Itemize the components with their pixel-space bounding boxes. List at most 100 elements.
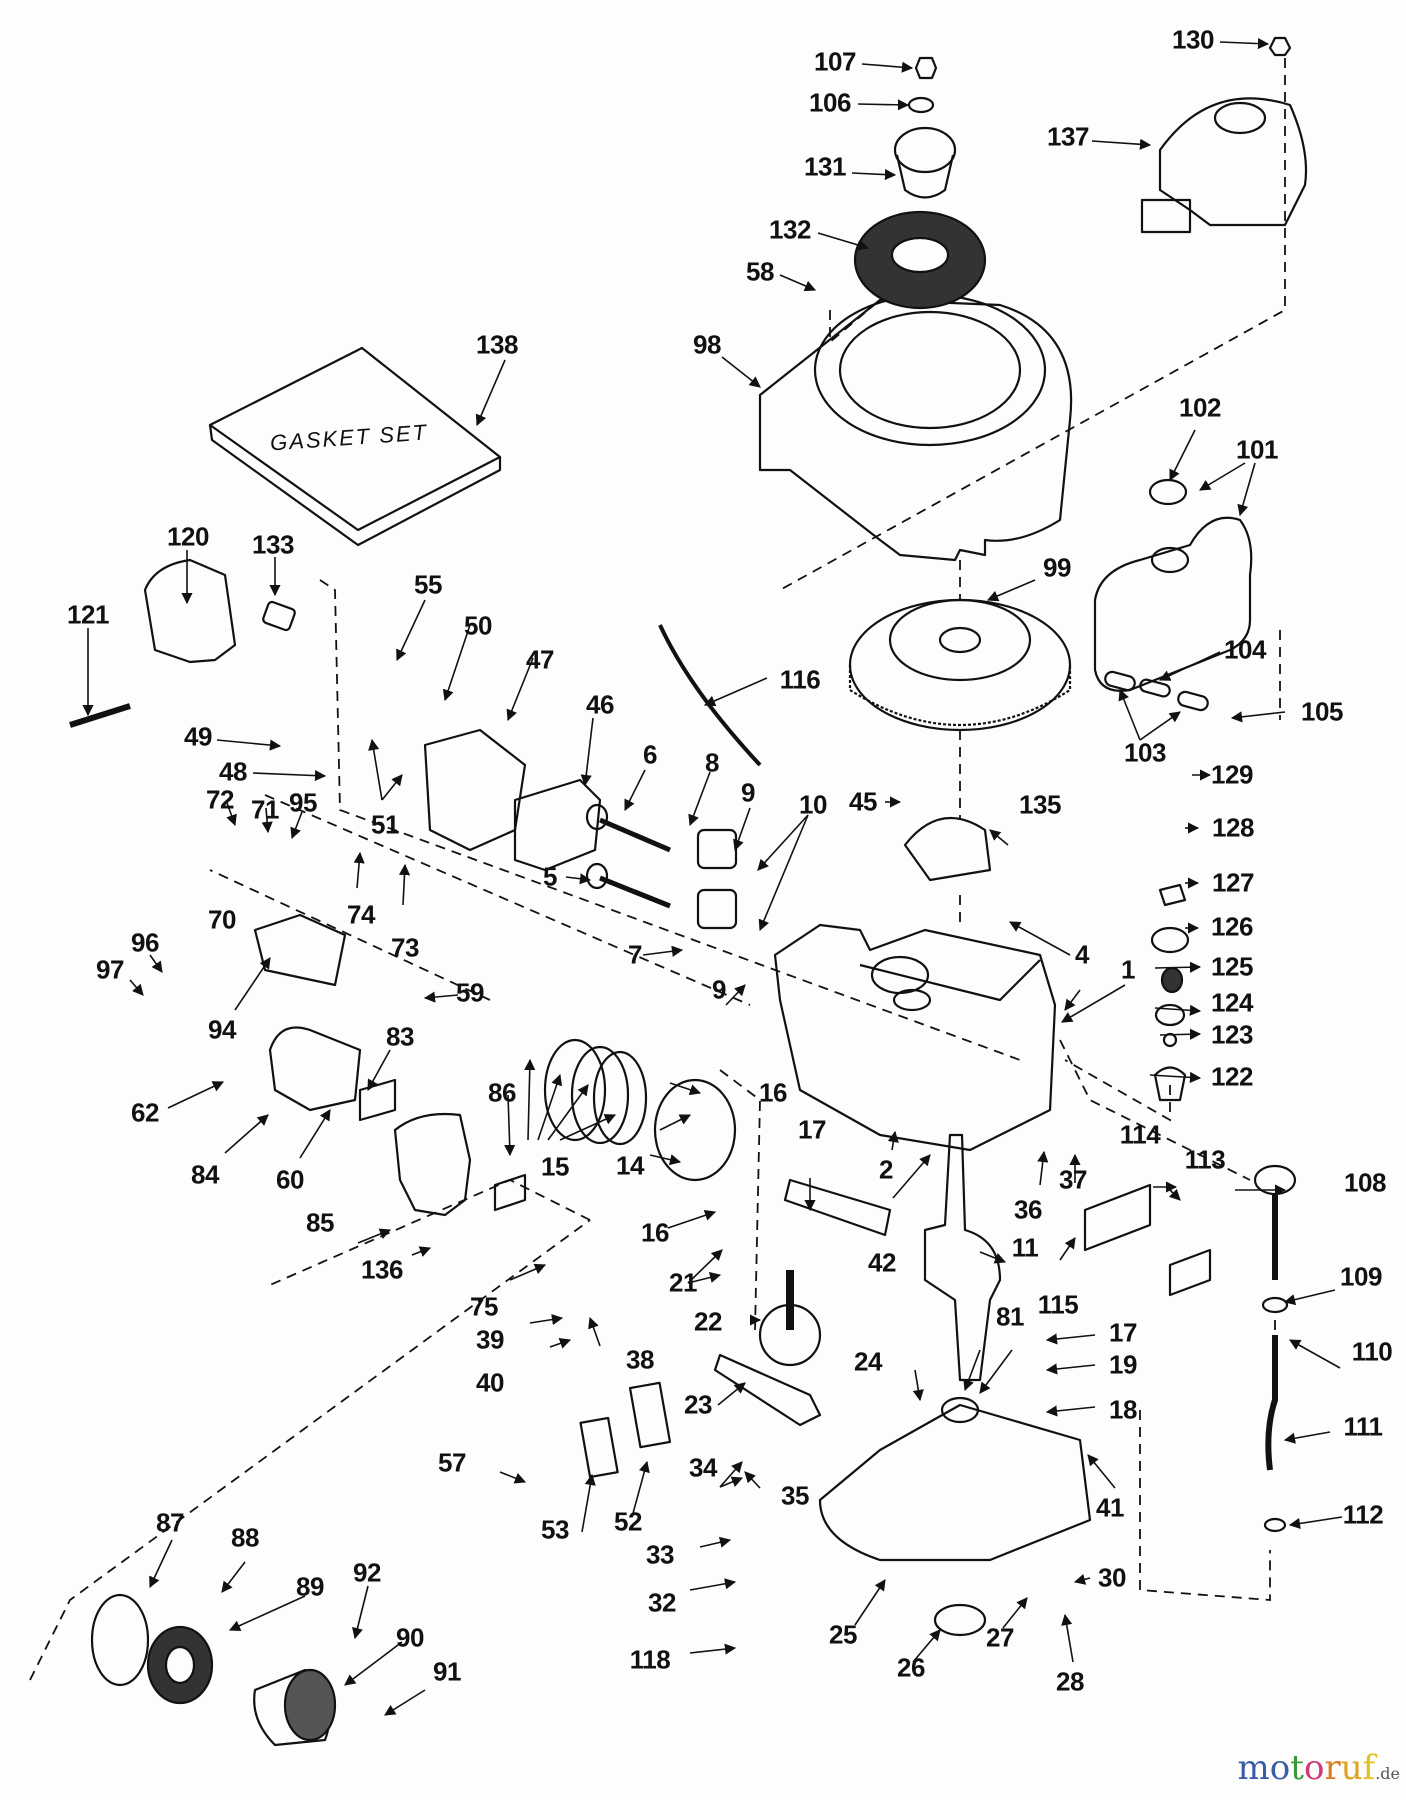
callout-15: 15: [541, 1151, 569, 1182]
callout-58: 58: [746, 256, 774, 287]
callout-4: 4: [1075, 939, 1089, 970]
callout-112: 112: [1342, 1499, 1384, 1530]
cylinder-block-part: [773, 923, 1057, 1152]
callout-102: 102: [1179, 392, 1221, 423]
callout-125: 125: [1211, 951, 1253, 982]
motoruf-watermark: motoruf.de: [1238, 1748, 1400, 1788]
callout-103: 103: [1124, 737, 1166, 768]
callout-7: 7: [628, 939, 642, 970]
flywheel-part: [848, 598, 1072, 732]
callout-45: 45: [849, 786, 877, 817]
crankshaft-part: [923, 1133, 1002, 1382]
callout-121: 121: [67, 599, 109, 630]
callout-135: 135: [1019, 789, 1061, 820]
callout-19: 19: [1109, 1349, 1137, 1380]
callout-111: 111: [1343, 1411, 1383, 1442]
callout-95: 95: [289, 787, 317, 818]
callout-47: 47: [526, 644, 554, 675]
callout-130: 130: [1172, 24, 1214, 55]
watermark-letter: f: [1362, 1748, 1376, 1788]
callout-37: 37: [1059, 1164, 1087, 1195]
sump-part: [818, 1403, 1092, 1562]
watermark-tld: .de: [1375, 1764, 1400, 1783]
callout-136: 136: [361, 1254, 403, 1285]
callout-16-lower: 16: [641, 1217, 669, 1248]
watermark-letter: t: [1290, 1748, 1304, 1788]
watermark-letter: m: [1237, 1748, 1270, 1788]
callout-27: 27: [986, 1622, 1014, 1653]
callout-55: 55: [414, 569, 442, 600]
callout-97: 97: [96, 954, 124, 985]
callout-104: 104: [1224, 634, 1266, 665]
callout-9-lower: 9: [712, 974, 726, 1005]
callout-132: 132: [769, 214, 811, 245]
callout-17-upper: 17: [798, 1114, 826, 1145]
callout-70: 70: [208, 904, 236, 935]
callout-85: 85: [306, 1207, 334, 1238]
muffler-part: [143, 558, 237, 664]
callout-50: 50: [464, 610, 492, 641]
callout-10: 10: [799, 789, 827, 820]
callout-14: 14: [616, 1150, 644, 1181]
callout-51: 51: [371, 809, 399, 840]
callout-32: 32: [648, 1587, 676, 1618]
watermark-letter: o: [1269, 1748, 1291, 1788]
callout-89: 89: [296, 1571, 324, 1602]
rewind-starter-part: [1158, 97, 1308, 227]
callout-17-lower: 17: [1109, 1317, 1137, 1348]
callout-129: 129: [1211, 759, 1253, 790]
carburetor-part: [393, 1112, 472, 1217]
callout-16-upper: 16: [759, 1077, 787, 1108]
callout-8: 8: [705, 747, 719, 778]
callout-87: 87: [156, 1507, 184, 1538]
callout-6: 6: [643, 739, 657, 770]
callout-122: 122: [1211, 1061, 1253, 1092]
callout-124: 124: [1211, 987, 1253, 1018]
callout-131: 131: [804, 151, 846, 182]
callout-35: 35: [781, 1480, 809, 1511]
callout-22: 22: [694, 1306, 722, 1337]
callout-49: 49: [184, 721, 212, 752]
watermark-letter: u: [1340, 1748, 1363, 1788]
callout-99: 99: [1043, 552, 1071, 583]
callout-62: 62: [131, 1097, 159, 1128]
callout-40: 40: [476, 1367, 504, 1398]
callout-107: 107: [814, 46, 856, 77]
callout-59: 59: [456, 977, 484, 1008]
callout-52: 52: [614, 1506, 642, 1537]
callout-46: 46: [586, 689, 614, 720]
callout-9-upper: 9: [741, 777, 755, 808]
callout-120: 120: [167, 521, 209, 552]
callout-137: 137: [1047, 121, 1089, 152]
callout-75: 75: [470, 1291, 498, 1322]
watermark-letter: o: [1303, 1748, 1325, 1788]
callout-127: 127: [1212, 867, 1254, 898]
callout-74: 74: [347, 899, 375, 930]
callout-24: 24: [854, 1346, 882, 1377]
callout-105: 105: [1301, 696, 1343, 727]
callout-60: 60: [276, 1164, 304, 1195]
callout-18: 18: [1109, 1394, 1137, 1425]
callout-113: 113: [1184, 1144, 1226, 1175]
blower-housing-part: [758, 298, 1073, 562]
callout-39: 39: [476, 1324, 504, 1355]
callout-33: 33: [646, 1539, 674, 1570]
callout-41: 41: [1096, 1492, 1124, 1523]
callout-38: 38: [626, 1344, 654, 1375]
breather-part: [423, 728, 527, 852]
callout-34: 34: [689, 1452, 717, 1483]
callout-26: 26: [897, 1652, 925, 1683]
callout-57: 57: [438, 1447, 466, 1478]
callout-116: 116: [779, 664, 821, 695]
callout-36: 36: [1014, 1194, 1042, 1225]
callout-21: 21: [669, 1267, 697, 1298]
callout-84: 84: [191, 1159, 219, 1190]
callout-81: 81: [996, 1301, 1024, 1332]
callout-86: 86: [488, 1077, 516, 1108]
callout-133: 133: [252, 529, 294, 560]
callout-1: 1: [1121, 954, 1135, 985]
callout-109: 109: [1340, 1261, 1382, 1292]
callout-108: 108: [1344, 1167, 1386, 1198]
callout-72: 72: [206, 784, 234, 815]
